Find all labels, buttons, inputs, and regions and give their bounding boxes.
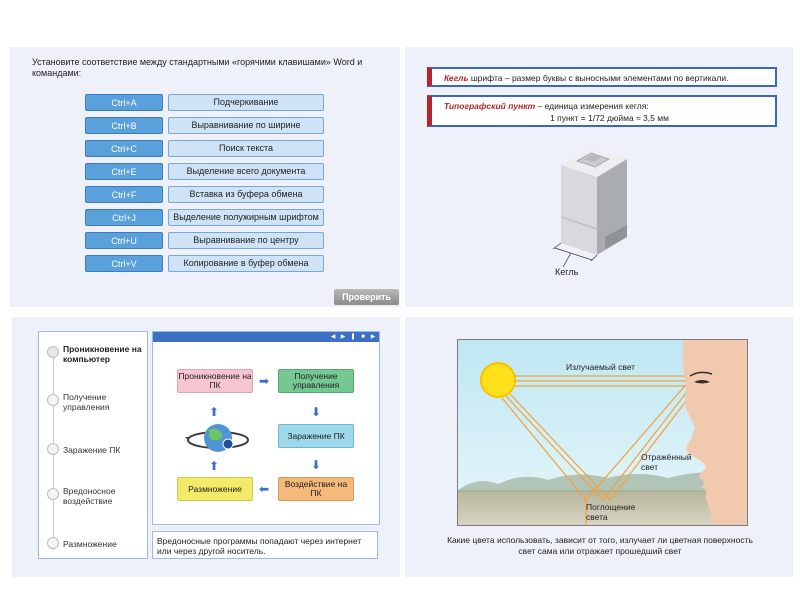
malware-cycle-diagram: ◀ ▶ ❚ ■ ▶ Проникновение на ПК Получение … [152,331,380,525]
instruction-text: Установите соответствие между стандартны… [32,57,363,78]
globe-icon [185,424,249,452]
kegl-figure-label: Кегль [555,267,579,277]
light-slide: Излучаемый свет Отражённый свет Поглощен… [405,317,793,577]
nav-item-penetration[interactable]: Проникновение на компьютер [63,344,142,364]
nav-dot-penetration[interactable] [47,346,59,358]
key-ctrl-j[interactable]: Ctrl+J [85,209,163,226]
player-toolbar: ◀ ▶ ❚ ■ ▶ [153,332,379,342]
reflected-light-label: Отражённый свет [641,452,692,472]
font-size-slide: Кегль шрифта – размер буквы с выносными … [405,47,793,307]
arrow-right-icon: ➡ [259,374,270,388]
point-formula: 1 пункт = 1/72 дюйма ≈ 3,5 мм [550,113,669,123]
light-reflection-scene: Излучаемый свет Отражённый свет Поглощен… [457,339,748,526]
nav-item-impact[interactable]: Вредоносное воздействие [63,486,116,506]
node-reproduction: Размножение [177,477,253,501]
play-icon[interactable]: ▶ [340,334,346,340]
diagram-caption: Вредоносные программы попадают через инт… [152,531,378,559]
light-illustration [458,340,747,525]
node-penetration: Проникновение на ПК [177,369,253,393]
key-ctrl-e[interactable]: Ctrl+E [85,163,163,180]
arrow-down-icon: ⬇ [311,405,322,419]
arrow-down-icon: ⬇ [311,458,322,472]
arrow-up-icon: ⬆ [209,459,220,473]
stop-icon[interactable]: ■ [361,334,365,340]
node-control: Получение управления [278,369,354,393]
node-impact: Воздействие на ПК [278,477,354,501]
next-icon[interactable]: ▶ [370,334,376,340]
nav-dot-infection[interactable] [47,443,59,455]
term-point: Типографский пункт [444,101,536,111]
pause-icon[interactable]: ❚ [350,334,356,340]
command-copy[interactable]: Копирование в буфер обмена [168,255,324,272]
definition-kegl: Кегль шрифта – размер буквы с выносными … [427,67,777,87]
term-kegl: Кегль [444,73,469,83]
hotkeys-slide: Установите соответствие между стандартны… [10,47,400,307]
key-ctrl-c[interactable]: Ctrl+C [85,140,163,157]
nav-item-control[interactable]: Получение управления [63,392,110,412]
key-ctrl-a[interactable]: Ctrl+A [85,94,163,111]
command-paste[interactable]: Вставка из буфера обмена [168,186,324,203]
nav-dot-control[interactable] [47,394,59,406]
arrow-up-icon: ⬆ [209,405,220,419]
nav-item-reproduction[interactable]: Размножение [63,539,117,549]
command-center[interactable]: Выравнивание по центру [168,232,324,249]
nav-dot-reproduction[interactable] [47,537,59,549]
command-find[interactable]: Поиск текста [168,140,324,157]
definition-point-text: – единица измерения кегля: [535,101,649,111]
command-justify[interactable]: Выравнивание по ширине [168,117,324,134]
absorbed-light-label: Поглощение света [586,502,636,522]
key-ctrl-b[interactable]: Ctrl+B [85,117,163,134]
key-ctrl-f[interactable]: Ctrl+F [85,186,163,203]
key-ctrl-v[interactable]: Ctrl+V [85,255,163,272]
light-caption: Какие цвета использовать, зависит от тог… [447,535,753,556]
prev-icon[interactable]: ◀ [330,334,336,340]
nav-dot-impact[interactable] [47,488,59,500]
malware-slide: Проникновение на компьютер Получение упр… [12,317,400,577]
type-block-illustration [552,149,627,268]
stages-navigation: Проникновение на компьютер Получение упр… [38,331,148,559]
key-ctrl-u[interactable]: Ctrl+U [85,232,163,249]
command-bold[interactable]: Выделение полужирным шрифтом [168,209,324,226]
command-underline[interactable]: Подчеркивание [168,94,324,111]
emitted-light-label: Излучаемый свет [566,362,636,372]
arrow-left-icon: ⬅ [259,482,270,496]
definition-kegl-text: шрифта – размер буквы с выносными элемен… [468,73,729,83]
node-infection: Заражение ПК [278,424,354,448]
nav-item-infection[interactable]: Заражение ПК [63,445,121,455]
definition-point: Типографский пункт – единица измерения к… [427,95,777,127]
check-button[interactable]: Проверить [334,289,399,305]
command-select-all[interactable]: Выделение всего документа [168,163,324,180]
